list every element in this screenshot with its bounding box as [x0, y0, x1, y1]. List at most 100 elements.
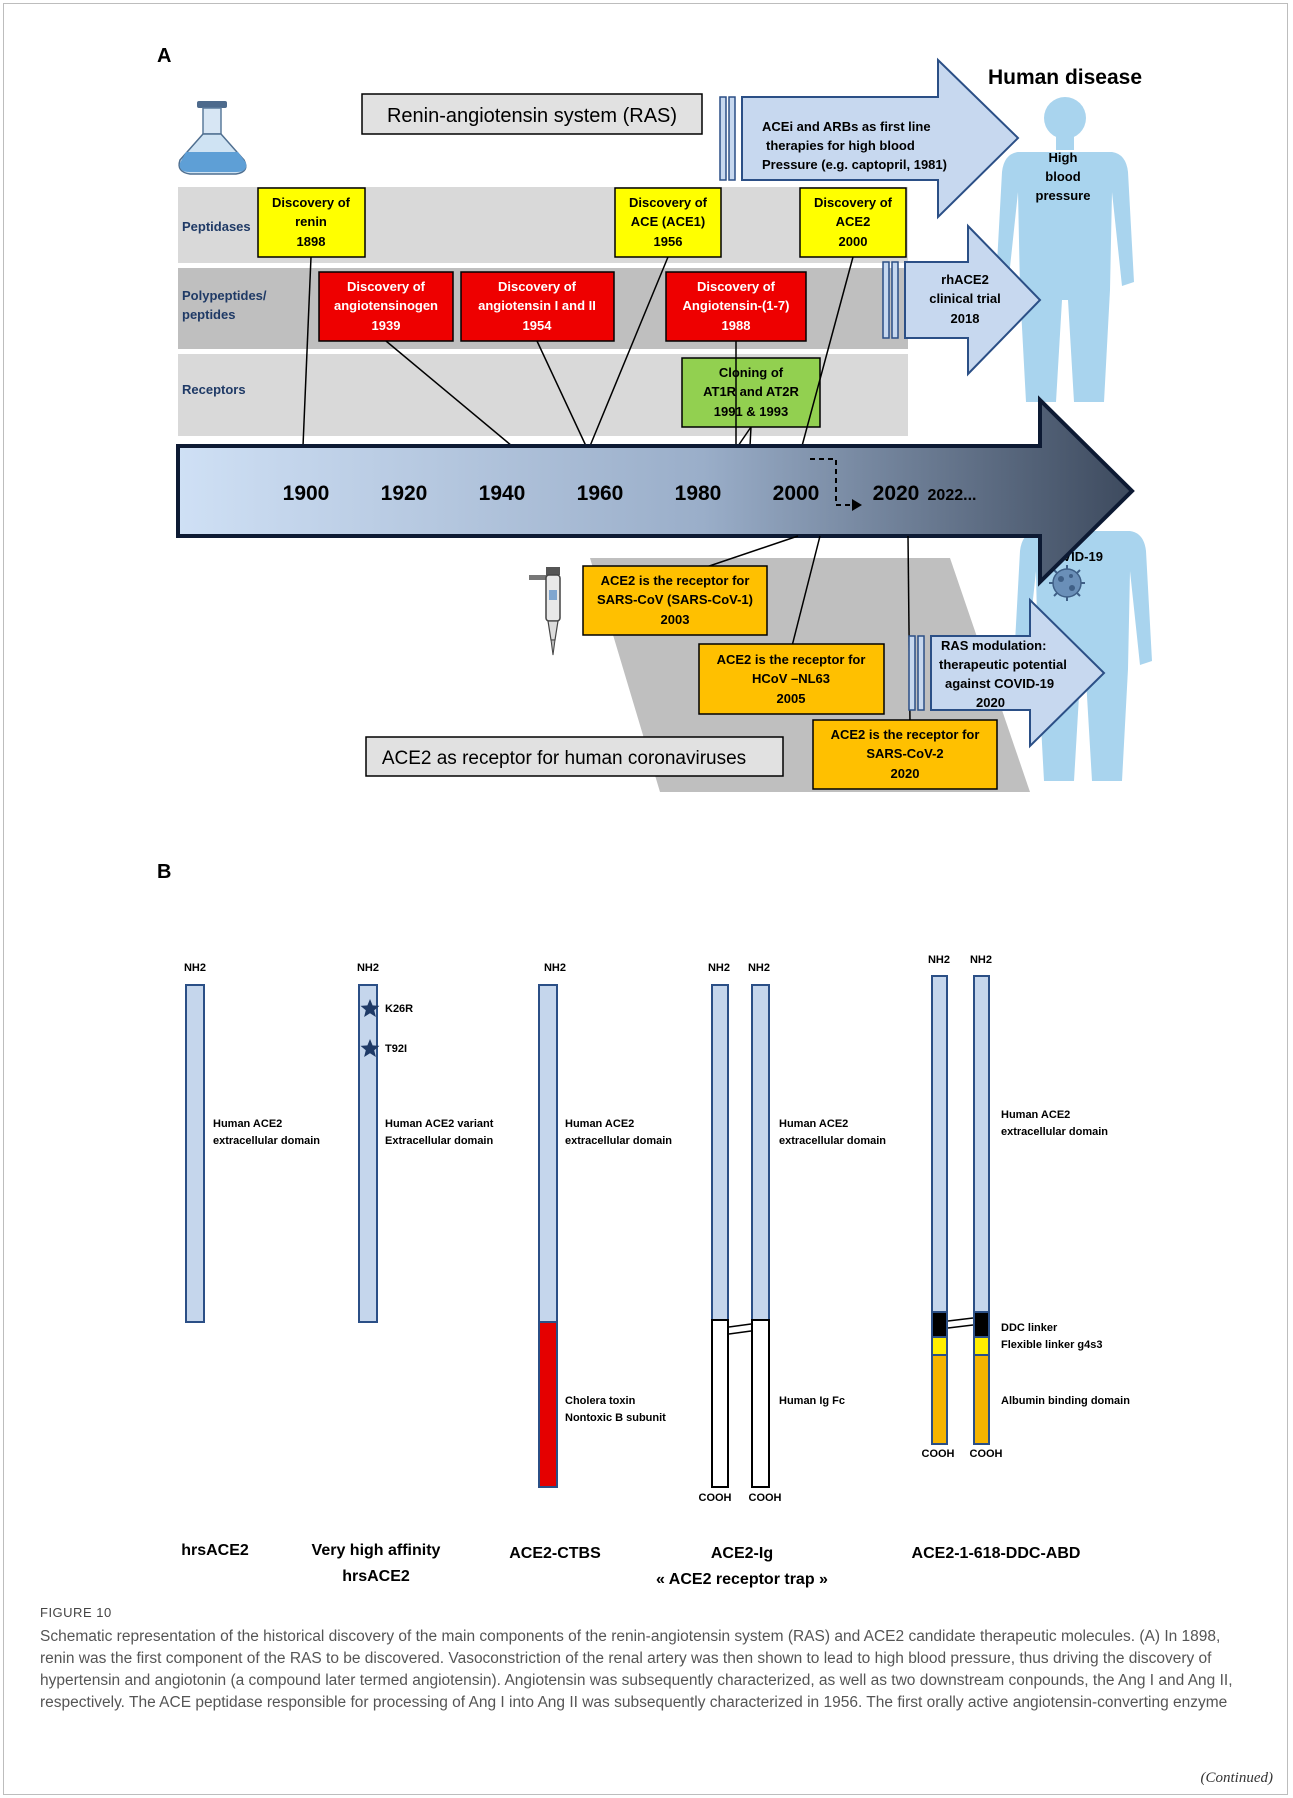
timeline-arrow: [176, 395, 1135, 587]
nh2-label: NH2: [544, 962, 566, 974]
box-ace1-l1: Discovery of: [629, 195, 708, 210]
year-1900: 1900: [283, 482, 330, 505]
construct-hrsace2: NH2 Human ACE2 extracellular domain hrsA…: [181, 962, 320, 1559]
coronavirus-title-box: [365, 736, 784, 777]
row-label-peptides: peptides: [182, 307, 235, 322]
box-ang17: [665, 271, 807, 342]
box-receptors-l3: 1991 & 1993: [714, 404, 788, 419]
box-renin-l2: renin: [295, 214, 327, 229]
albumin-binding-bar: [973, 1354, 990, 1445]
cholera-toxin-bar: [538, 1321, 558, 1488]
box-sars1-l1: ACE2 is the receptor for: [601, 573, 750, 588]
box-sars2-l2: SARS-CoV-2: [866, 746, 943, 761]
nh2-label: NH2: [357, 962, 379, 974]
year-1920: 1920: [381, 482, 428, 505]
acei-arrow: [719, 57, 1020, 220]
box-nl63: [698, 643, 885, 715]
rhace2-text-2: clinical trial: [929, 291, 1001, 306]
disulfide-bond: [728, 1330, 752, 1335]
ras-mod-text-1: RAS modulation:: [941, 638, 1046, 653]
construct-name: ACE2-1-618-DDC-ABD: [912, 1545, 1081, 1562]
star-icon: [360, 1039, 380, 1057]
box-nl63-l3: 2005: [777, 691, 806, 706]
ig-fc-bar: [711, 1319, 729, 1488]
domain-label: Extracellular domain: [385, 1135, 493, 1147]
ras-mod-text-4: 2020: [976, 695, 1005, 710]
box-sars1-l2: SARS-CoV (SARS-CoV-1): [597, 592, 753, 607]
cooh-label: COOH: [749, 1492, 782, 1504]
box-angiotensin12-l1: Discovery of: [498, 279, 577, 294]
box-ace2-l1: Discovery of: [814, 195, 893, 210]
domain-label: DDC linker: [1001, 1322, 1058, 1334]
row-label-peptidases: Peptidases: [182, 219, 251, 234]
construct-name: hrsACE2: [342, 1568, 410, 1585]
box-sars1-l3: 2003: [661, 612, 690, 627]
panel-a-label: A: [157, 45, 171, 67]
flexible-linker-bar: [931, 1336, 948, 1356]
construct-ace2-ctbs: NH2 Human ACE2 extracellular domain Chol…: [509, 962, 672, 1562]
nh2-label: NH2: [184, 962, 206, 974]
nh2-label: NH2: [970, 954, 992, 966]
domain-label: Albumin binding domain: [1001, 1395, 1130, 1407]
figure-frame: [3, 3, 1288, 1795]
row-label-receptors: Receptors: [182, 382, 246, 397]
box-receptors: [681, 357, 821, 428]
acei-text-2: therapies for high blood: [766, 138, 915, 153]
cooh-label: COOH: [970, 1448, 1003, 1460]
figure-caption: FIGURE 10 Schematic representation of th…: [40, 1605, 1255, 1714]
ig-fc-bar: [751, 1319, 770, 1488]
cooh-label: COOH: [922, 1448, 955, 1460]
high-bp-line1: High: [1049, 150, 1078, 165]
box-ace1-l3: 1956: [654, 234, 683, 249]
ras-mod-text-2: therapeutic potential: [939, 657, 1067, 672]
ace2-domain-bar: [931, 975, 948, 1313]
construct-very-high-affinity: NH2 K26R T92I Human ACE2 variant Extrace…: [312, 962, 494, 1585]
domain-label: Human ACE2: [213, 1118, 282, 1130]
domain-label: Human ACE2: [565, 1118, 634, 1130]
box-receptors-l2: AT1R and AT2R: [703, 384, 799, 399]
domain-label: Human ACE2 variant: [385, 1118, 494, 1130]
box-angiotensin12-l2: angiotensin I and II: [478, 298, 596, 313]
albumin-binding-bar: [931, 1354, 948, 1445]
box-angiotensinogen-l1: Discovery of: [347, 279, 426, 294]
panel-b-label: B: [157, 861, 171, 883]
box-ace2-l2: ACE2: [836, 214, 871, 229]
box-angiotensinogen: [318, 271, 454, 342]
rhace2-text-1: rhACE2: [941, 272, 989, 287]
ace2-domain-bar: [358, 984, 378, 1323]
disulfide-bond: [947, 1324, 974, 1329]
year-1960: 1960: [577, 482, 624, 505]
box-angiotensinogen-l3: 1939: [372, 318, 401, 333]
construct-name: ACE2-CTBS: [509, 1545, 601, 1562]
ace2-domain-bar: [185, 984, 205, 1323]
box-ang17-l3: 1988: [722, 318, 751, 333]
ddc-linker-bar: [931, 1311, 948, 1338]
flask-icon: [178, 101, 247, 175]
domain-label: extracellular domain: [779, 1135, 886, 1147]
ras-title-box: [361, 93, 703, 135]
dashed-arrow-head: [852, 499, 862, 511]
year-1980: 1980: [675, 482, 722, 505]
year-2020: 2020: [873, 482, 920, 505]
human-figure-top: [996, 97, 1134, 402]
domain-label: extracellular domain: [213, 1135, 320, 1147]
box-nl63-l2: HCoV –NL63: [752, 671, 830, 686]
ace2-domain-bar: [538, 984, 558, 1323]
box-angiotensinogen-l2: angiotensinogen: [334, 298, 438, 313]
nh2-label: NH2: [928, 954, 950, 966]
domain-label: Human ACE2: [1001, 1109, 1070, 1121]
box-ang17-l1: Discovery of: [697, 279, 776, 294]
mutation-label: K26R: [385, 1003, 413, 1015]
coronavirus-title: ACE2 as receptor for human coronaviruses: [382, 748, 746, 769]
year-2000: 2000: [773, 482, 820, 505]
box-ang17-l2: Angiotensin-(1-7): [683, 298, 790, 313]
construct-name: hrsACE2: [181, 1542, 249, 1559]
disulfide-bond: [947, 1317, 974, 1322]
disulfide-bond: [728, 1323, 752, 1328]
domain-label: Nontoxic B subunit: [565, 1412, 666, 1424]
ras-modulation-arrow: [908, 597, 1106, 749]
box-sars1: [582, 565, 768, 636]
ace2-domain-bar: [711, 984, 729, 1321]
box-sars2: [812, 719, 998, 790]
year-1940: 1940: [479, 482, 526, 505]
